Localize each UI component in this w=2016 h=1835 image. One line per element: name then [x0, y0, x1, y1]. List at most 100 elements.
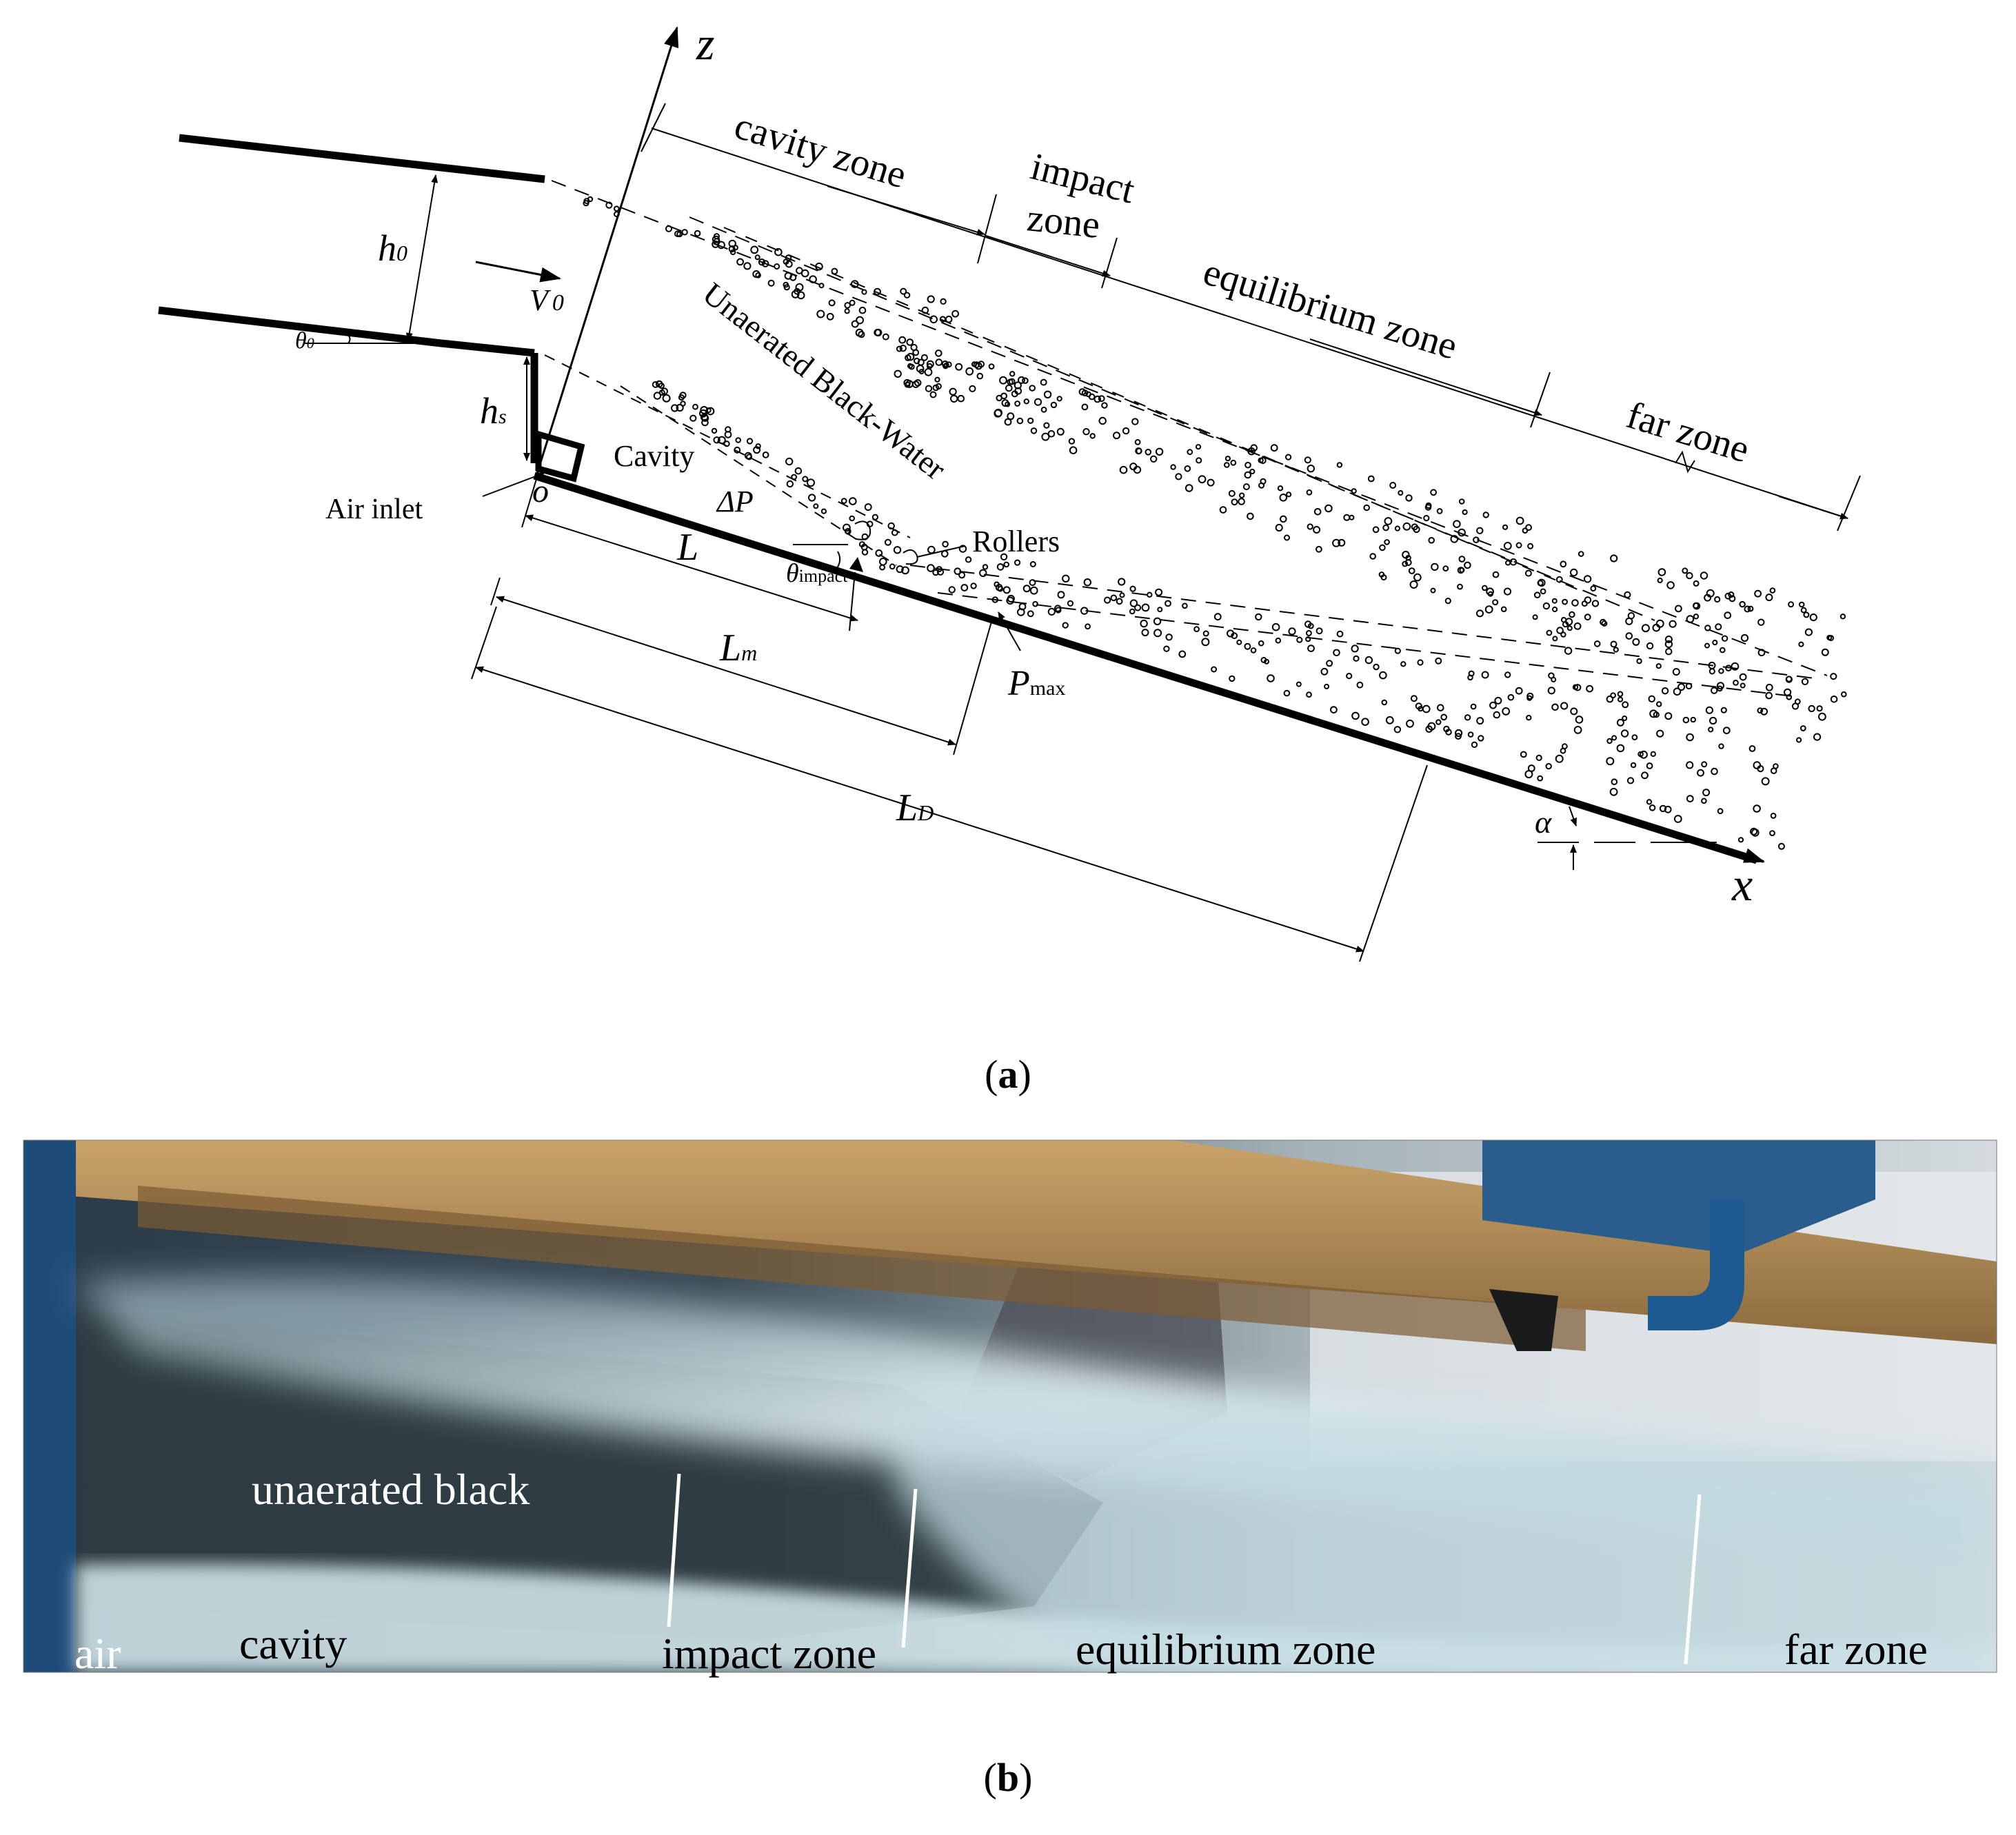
bubble — [1739, 600, 1746, 608]
Lm-ext-start — [490, 577, 501, 606]
bubble — [605, 201, 613, 209]
bubble — [1409, 580, 1418, 589]
bubble — [851, 320, 859, 328]
bubble — [1458, 528, 1466, 537]
bubble — [1307, 523, 1313, 530]
bubble — [1626, 777, 1635, 784]
bubble — [1402, 560, 1409, 567]
pmax-label: Pmax — [1007, 664, 1065, 703]
bubble — [889, 563, 896, 570]
Lm-label: Lm — [719, 627, 757, 669]
bubble — [1537, 775, 1544, 782]
far-zone-break-mark — [1675, 450, 1695, 474]
bubble — [676, 231, 683, 238]
bubble — [1394, 647, 1401, 654]
bubble — [1467, 674, 1473, 681]
bubble — [1702, 789, 1711, 797]
bubble — [1423, 515, 1430, 522]
bubble — [1666, 581, 1675, 589]
bubble — [718, 436, 726, 445]
bubble — [1800, 607, 1807, 614]
bubble — [1093, 395, 1102, 403]
bubble — [1720, 647, 1726, 653]
bubble — [1733, 680, 1739, 686]
bubble — [994, 408, 1002, 417]
bubble — [1503, 542, 1512, 550]
bubble — [1081, 403, 1089, 411]
bubble — [1332, 538, 1341, 547]
bubble — [844, 308, 850, 314]
bubble — [905, 354, 911, 361]
bubble — [1606, 757, 1615, 766]
bubble — [1502, 524, 1509, 530]
alpha-label: α — [1535, 804, 1552, 840]
bubble — [1333, 649, 1340, 657]
bubble — [774, 247, 783, 256]
bubble — [1494, 696, 1502, 704]
bubble — [1724, 611, 1732, 619]
bubble — [907, 363, 913, 369]
bubble — [900, 287, 907, 295]
bubble — [887, 522, 895, 530]
bubble — [1260, 657, 1267, 663]
bubble — [1476, 717, 1484, 725]
bubble — [875, 549, 883, 557]
origin-label: o — [532, 473, 549, 509]
bubble — [1808, 704, 1815, 713]
theta-impact-label: θimpact — [786, 559, 848, 588]
bubble — [1570, 707, 1578, 716]
bubble — [1089, 433, 1096, 439]
bubble — [1830, 696, 1838, 703]
photo-label-air: air — [74, 1629, 121, 1678]
bubble — [1288, 627, 1296, 636]
bubble — [1002, 586, 1011, 594]
zone-arrow-2 — [985, 235, 1111, 277]
bubble — [1583, 575, 1592, 583]
bubble — [758, 258, 766, 266]
bubble — [1610, 692, 1617, 699]
bubble — [1606, 695, 1614, 703]
bubble — [1040, 378, 1047, 386]
bubble — [1057, 591, 1065, 599]
bubble — [1546, 629, 1553, 636]
bubble — [678, 394, 685, 401]
bubble — [1708, 727, 1714, 733]
bubble — [934, 376, 940, 383]
bubble — [1655, 663, 1662, 669]
bubble — [1062, 574, 1070, 582]
bubble — [1007, 378, 1014, 385]
bubble — [844, 302, 851, 309]
bubble — [1027, 417, 1034, 424]
bubble — [1769, 830, 1775, 836]
bubble — [1770, 767, 1777, 774]
bubble — [891, 529, 898, 536]
blue-tank-top-right — [1482, 1140, 1875, 1255]
bubble — [954, 567, 962, 576]
bubble — [906, 352, 915, 361]
bubble — [1622, 716, 1628, 721]
bubble — [1715, 623, 1722, 631]
bubble — [1770, 813, 1777, 819]
bubble — [1428, 537, 1435, 544]
bubble — [1552, 636, 1558, 642]
bubble — [1450, 535, 1459, 543]
bubble — [1686, 571, 1693, 580]
bubble — [1455, 733, 1462, 740]
bubble — [1284, 534, 1290, 541]
h0-label: h0 — [378, 227, 407, 269]
bubble — [1056, 427, 1065, 436]
bubble — [1650, 751, 1657, 758]
bubble — [1617, 696, 1624, 702]
bubble — [1584, 614, 1591, 621]
bubble — [1405, 494, 1413, 502]
bubble — [1659, 804, 1667, 813]
bubble — [1384, 539, 1390, 545]
bubble — [1706, 589, 1715, 598]
bubble — [1453, 520, 1461, 529]
bubble — [1686, 615, 1695, 623]
bubble — [1270, 444, 1278, 452]
zone-line-2 — [901, 1488, 918, 1648]
bubble — [1574, 684, 1582, 691]
bubble — [1336, 630, 1344, 638]
bubble — [1718, 743, 1724, 749]
